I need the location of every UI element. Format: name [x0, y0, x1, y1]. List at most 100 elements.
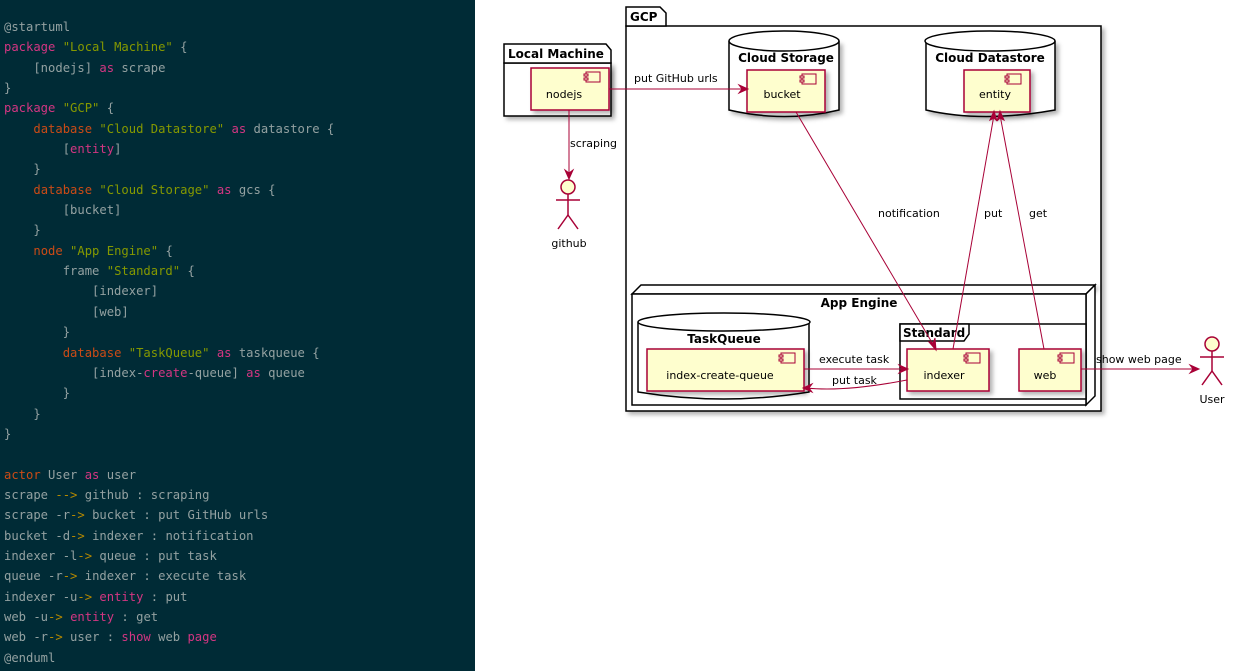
code-token: datastore { — [246, 121, 335, 136]
code-line: [entity] — [4, 139, 334, 159]
code-line: queue -r-> indexer : execute task — [4, 566, 334, 586]
edge-show-web-page-label: show web page — [1096, 353, 1182, 366]
indexer-label: indexer — [923, 369, 965, 382]
code-token: queue -r — [4, 569, 63, 584]
code-line: scrape --> github : scraping — [4, 485, 334, 505]
code-line: } — [4, 404, 334, 424]
code-token: create — [143, 365, 188, 380]
code-token: [ — [4, 142, 71, 157]
edge-scraping-label: scraping — [570, 137, 617, 150]
code-line: [bucket] — [4, 200, 334, 220]
code-line: database "Cloud Storage" as gcs { — [4, 180, 334, 200]
code-token: -> — [48, 609, 63, 624]
code-token: database — [33, 182, 100, 197]
code-token: github : scraping — [77, 487, 210, 502]
code-token: User — [48, 467, 85, 482]
code-token: entity — [99, 589, 144, 604]
code-token: } — [4, 81, 12, 96]
indexer-component: indexer — [906, 348, 990, 392]
code-token: as — [216, 345, 232, 360]
edge-scraping: scraping — [563, 110, 617, 181]
code-token: bucket : put GitHub urls — [84, 508, 269, 523]
code-token: } — [4, 426, 12, 441]
code-line: node "App Engine" { — [4, 241, 334, 261]
edge-put-label: put — [984, 207, 1003, 220]
code-token: taskqueue { — [231, 345, 320, 360]
code-token: --> — [55, 487, 78, 502]
code-token: "Local Machine" — [62, 40, 173, 55]
gcp-package-title: GCP — [630, 10, 658, 24]
code-token — [4, 122, 33, 136]
queue-component: index-create-queue — [646, 348, 805, 392]
code-token: as — [99, 60, 115, 75]
edge-get: get — [996, 109, 1048, 350]
github-actor — [556, 179, 580, 230]
code-token: web -r — [4, 630, 49, 645]
code-line: database "Cloud Datastore" as datastore … — [4, 119, 334, 139]
code-token: node — [33, 243, 71, 258]
code-line: [index-create-queue] as queue — [4, 363, 334, 383]
code-token: as — [231, 121, 247, 136]
user-actor — [1200, 336, 1224, 386]
code-line: [nodejs] as scrape — [4, 58, 334, 78]
code-line: actor User as user — [4, 465, 334, 485]
code-line: package "Local Machine" { — [4, 37, 334, 57]
code-token: "Cloud Datastore" — [99, 121, 225, 136]
code-token: : put — [143, 589, 188, 604]
code-token: } — [4, 325, 71, 340]
code-token — [4, 244, 33, 258]
code-token: [web] — [4, 304, 129, 319]
code-token: as — [84, 467, 100, 482]
code-token: user — [99, 467, 137, 482]
code-line: web -u-> entity : get — [4, 607, 334, 627]
cloud-datastore-title: Cloud Datastore — [935, 51, 1045, 65]
code-token: scrape -r — [4, 508, 71, 523]
code-line: frame "Standard" { — [4, 261, 334, 281]
code-line: @enduml — [4, 648, 334, 668]
web-component: web — [1018, 348, 1082, 392]
code-token: : get — [114, 609, 159, 624]
code-token: [index- — [4, 365, 144, 380]
bucket-label: bucket — [763, 88, 801, 101]
app-engine-title: App Engine — [821, 296, 898, 310]
code-line: } — [4, 159, 334, 179]
code-token: } — [4, 162, 41, 177]
code-token: @startuml — [4, 20, 71, 34]
code-token: database — [33, 121, 100, 136]
code-token: -> — [77, 548, 93, 563]
cloud-storage-title: Cloud Storage — [738, 51, 834, 65]
edge-get-label: get — [1029, 207, 1048, 220]
code-token: indexer -l — [4, 548, 78, 563]
code-token: scrape — [4, 487, 56, 502]
code-line: scrape -r-> bucket : put GitHub urls — [4, 505, 334, 525]
code-token: queue : put task — [92, 548, 217, 563]
code-token: show — [121, 630, 151, 645]
code-line: bucket -d-> indexer : notification — [4, 526, 334, 546]
code-token: "Cloud Storage" — [99, 182, 210, 197]
code-line: indexer -l-> queue : put task — [4, 546, 334, 566]
code-token: web -u — [4, 609, 49, 624]
code-token: ] — [114, 142, 122, 157]
entity-component: entity — [963, 69, 1031, 113]
code-line — [4, 444, 334, 464]
code-token: gcs { — [231, 182, 276, 197]
code-token: actor — [4, 467, 49, 482]
code-line: } — [4, 322, 334, 342]
code-token: page — [187, 630, 217, 645]
queue-label: index-create-queue — [666, 369, 774, 382]
code-token: "GCP" — [62, 101, 100, 116]
code-token: user : — [62, 630, 122, 645]
code-token: [nodejs] — [4, 60, 100, 75]
code-token: } — [4, 406, 41, 421]
code-token: entity — [70, 609, 115, 624]
code-line: web -r-> user : show web page — [4, 627, 334, 647]
entity-label: entity — [979, 88, 1011, 101]
edge-show-web-page: show web page — [1081, 353, 1201, 375]
code-line: [indexer] — [4, 281, 334, 301]
code-token: { — [172, 40, 188, 55]
edge-notification-label: notification — [878, 207, 940, 220]
code-line: package "GCP" { — [4, 98, 334, 118]
code-token: { — [180, 264, 195, 279]
code-token — [209, 346, 216, 360]
